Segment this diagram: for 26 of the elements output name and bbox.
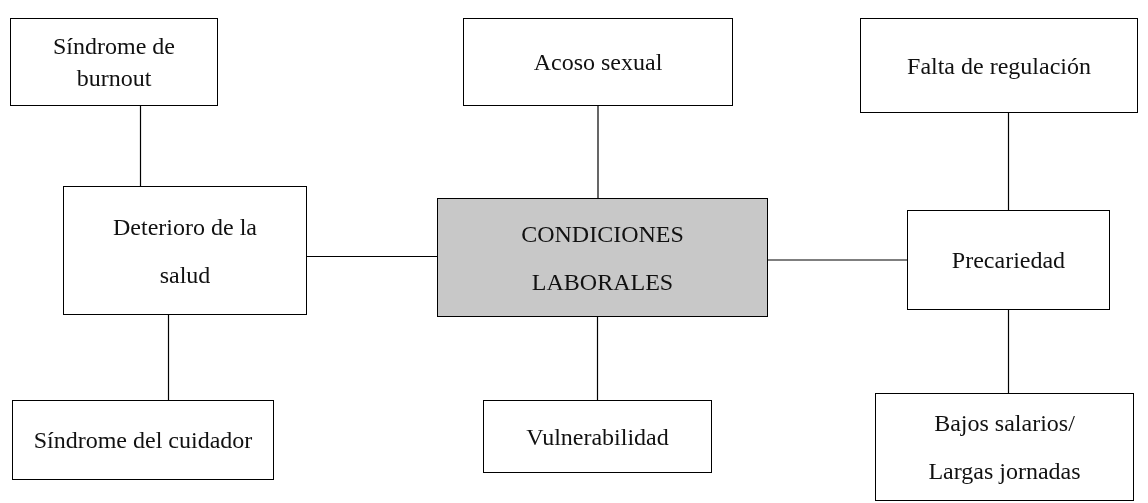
box-label: CONDICIONES LABORALES: [520, 219, 685, 297]
central-box: [437, 198, 768, 317]
connector-line: [767, 259, 908, 261]
concept-box: [463, 18, 733, 106]
connector-line: [1007, 309, 1010, 394]
concept-box: [875, 393, 1134, 501]
connector-line: [167, 314, 170, 401]
connector-line: [139, 105, 142, 187]
box-label: Síndrome de burnout: [52, 32, 176, 93]
concept-box: [63, 186, 307, 315]
box-label: Vulnerabilidad: [526, 422, 669, 452]
box-label: Acoso sexual: [533, 48, 663, 77]
connector-line: [1007, 112, 1010, 211]
concept-box: [12, 400, 274, 480]
box-label: Deterioro de la salud: [112, 212, 258, 290]
box-label: Bajos salarios/ Largas jornadas: [927, 409, 1082, 486]
box-label: Síndrome del cuidador: [33, 426, 253, 455]
concept-box: [483, 400, 712, 473]
connector-line: [306, 255, 438, 258]
concept-box: [10, 18, 218, 106]
concept-box: [860, 18, 1138, 113]
concept-box: [907, 210, 1110, 310]
connector-line: [596, 316, 599, 401]
box-label: Falta de regulación: [907, 51, 1091, 81]
box-label: Precariedad: [951, 246, 1066, 275]
connector-line: [597, 105, 599, 199]
